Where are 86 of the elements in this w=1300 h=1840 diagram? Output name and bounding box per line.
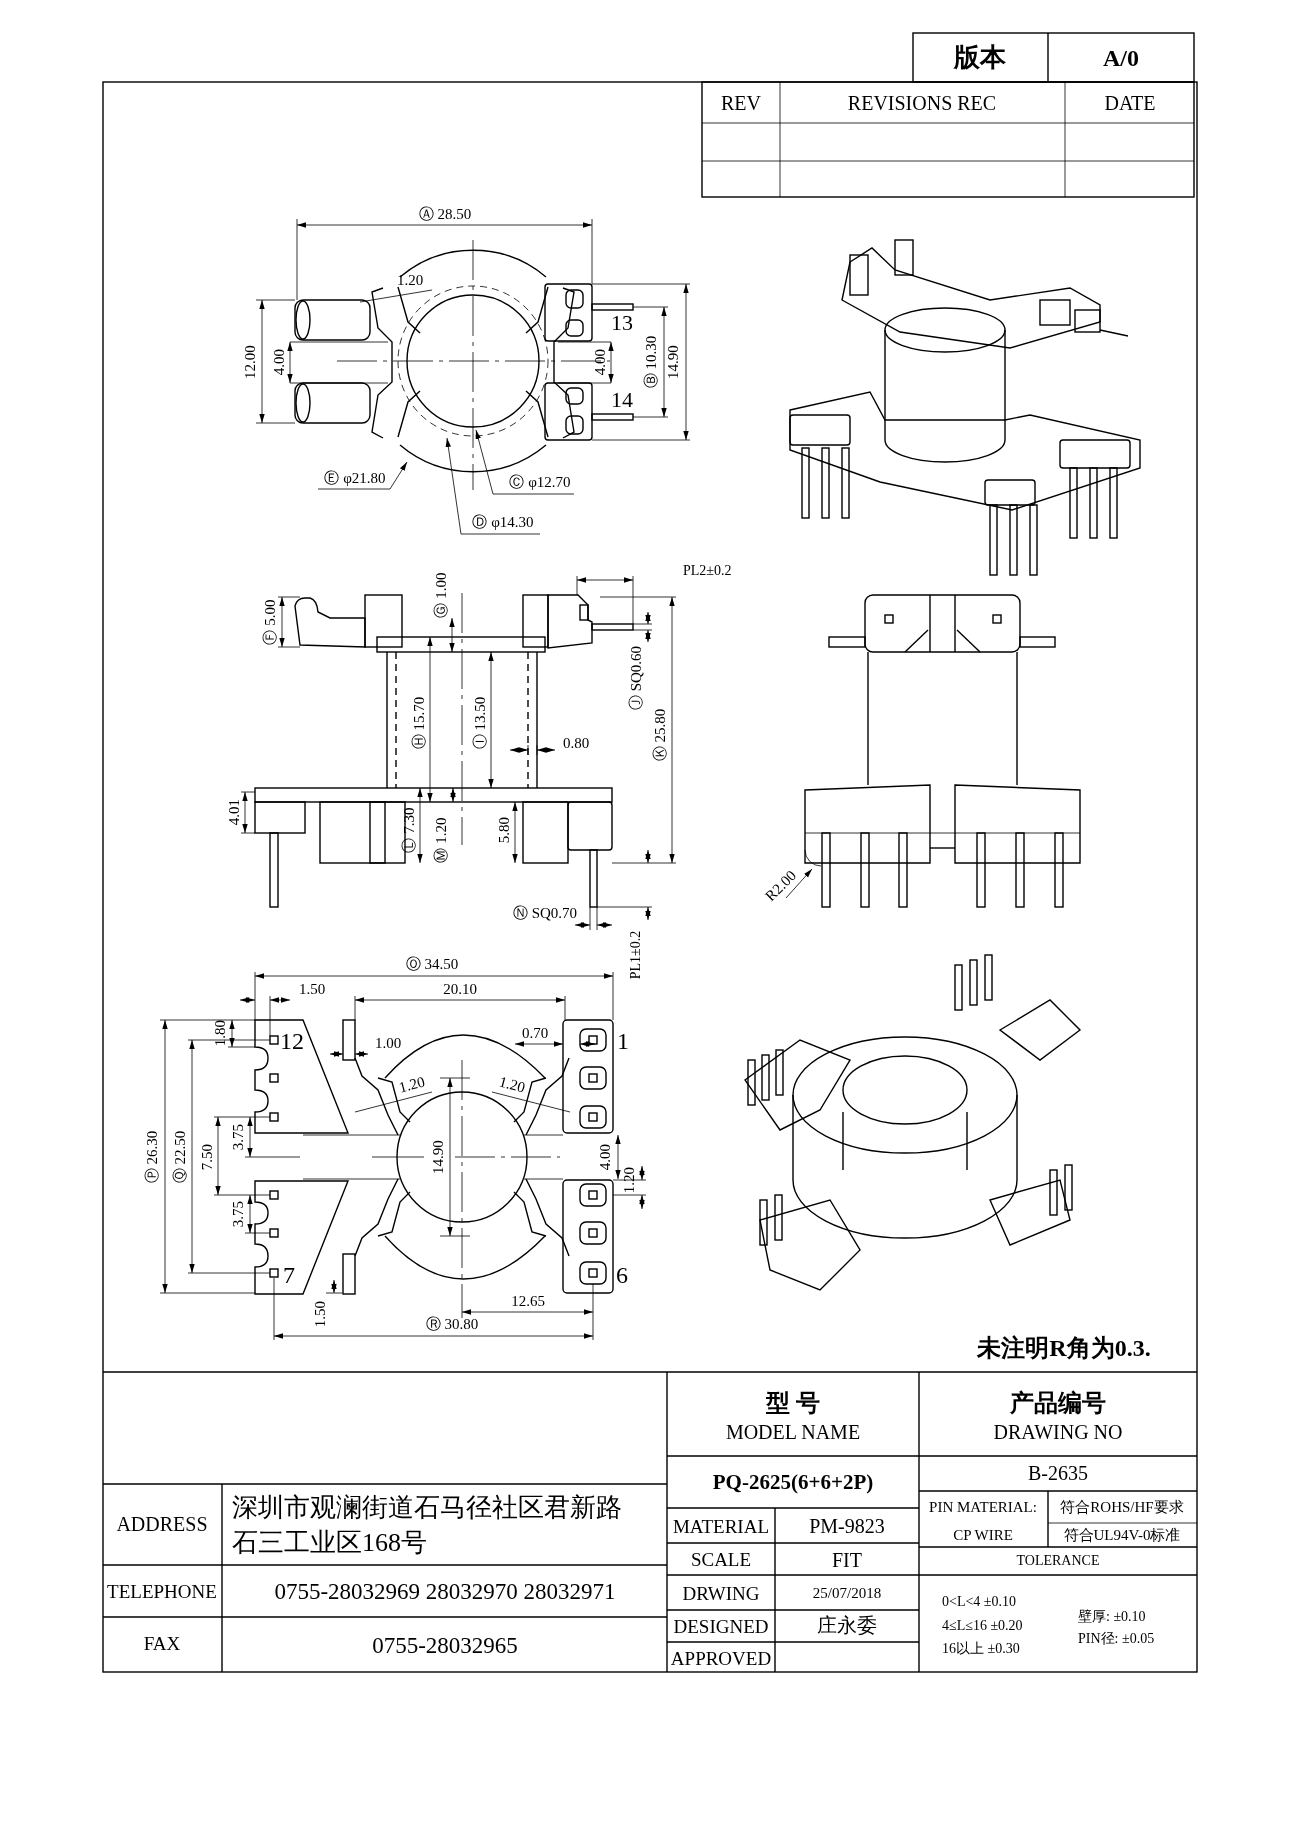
field-value: 深圳市观澜街道石马径社区君新路石三工业区168号: [232, 1492, 623, 1560]
pin-number: 1: [617, 1029, 629, 1053]
field-value: A/0: [1103, 46, 1139, 70]
dimension-text: 14.90: [665, 345, 681, 379]
dimension-text: Ⓖ 1.00: [433, 572, 449, 618]
field-value: 16以上 ±0.30: [942, 1642, 1020, 1656]
note-text: 未注明R角为0.3.: [977, 1336, 1151, 1360]
field-value: 符合UL94V-0标准: [1063, 1527, 1181, 1543]
field-value: PM-9823: [809, 1516, 885, 1536]
dimension-text: 0.70: [521, 1025, 549, 1041]
field-label: 版本: [954, 45, 1006, 71]
field-label: MATERIAL: [672, 1516, 770, 1536]
field-value: 4≤L≤16 ±0.20: [942, 1619, 1023, 1633]
dimension-text: Ⓙ SQ0.60: [628, 645, 644, 711]
dimension-text: Ⓐ 28.50: [418, 206, 472, 222]
field-label: CP WIRE: [953, 1527, 1013, 1543]
dimension-text: 1.20: [396, 272, 424, 288]
field-value: FIT: [832, 1550, 862, 1570]
dimension-text: 1.20: [397, 1074, 427, 1096]
field-label: DATE: [1104, 93, 1156, 113]
field-label: DRWING: [682, 1583, 760, 1603]
dimension-text: 3.75: [230, 1123, 246, 1151]
dimension-text: Ⓔ φ21.80: [324, 470, 386, 486]
dimension-text: 4.00: [271, 348, 287, 376]
field-value: 壁厚: ±0.10: [1078, 1610, 1146, 1624]
field-value: 符合ROHS/HF要求: [1060, 1499, 1184, 1515]
pin-number: 6: [616, 1263, 628, 1287]
dimension-text: Ⓟ 26.30: [144, 1130, 160, 1184]
dimension-text: PL2±0.2: [683, 564, 732, 578]
field-label: 型 号: [766, 1391, 820, 1415]
dimension-text: 20.10: [443, 981, 477, 997]
dimension-text: Ⓝ SQ0.70: [512, 905, 578, 921]
dimension-text: 3.75: [230, 1200, 246, 1228]
dimension-text: 4.01: [226, 798, 242, 826]
dimension-text: 12.00: [242, 345, 258, 379]
dimension-text: 7.50: [199, 1143, 215, 1171]
pin-number: 13: [611, 312, 633, 334]
dimension-text: 1.50: [298, 981, 326, 997]
dimension-text: Ⓡ 30.80: [425, 1316, 479, 1332]
field-label: PIN MATERIAL:: [929, 1499, 1037, 1515]
pin-number: 12: [280, 1029, 304, 1053]
dimension-text: 1.80: [212, 1019, 228, 1047]
pin-number: 7: [283, 1263, 295, 1287]
dimension-text: 1.20: [497, 1074, 527, 1096]
dimension-text: 4.00: [592, 348, 608, 376]
dimension-text: 1.00: [374, 1035, 402, 1051]
dimension-text: Ⓘ 13.50: [472, 696, 488, 750]
field-label: DRAWING NO: [993, 1422, 1123, 1442]
field-label: TOLERANCE: [1016, 1554, 1100, 1568]
field-label: 产品编号: [1010, 1391, 1106, 1415]
field-value: 0755-28032965: [372, 1633, 518, 1657]
field-value: 庄永委: [817, 1615, 877, 1635]
field-label: TELEPHONE: [107, 1581, 217, 1601]
dimension-text: 4.00: [597, 1143, 613, 1171]
dimension-text: PL1±0.2: [629, 930, 643, 980]
dimension-text: Ⓜ 1.20: [433, 817, 449, 863]
field-label: FAX: [143, 1633, 181, 1653]
dimension-text: 12.65: [511, 1293, 545, 1309]
pin-number: 14: [611, 389, 633, 411]
field-label: REVISIONS REC: [847, 93, 997, 113]
dimension-text: 1.20: [621, 1166, 637, 1194]
field-value: PQ-2625(6+6+2P): [712, 1471, 874, 1493]
dimension-text: Ⓓ φ14.30: [472, 514, 534, 530]
dimension-text: Ⓛ 7.30: [401, 807, 417, 853]
field-label: APPROVED: [670, 1648, 772, 1668]
field-value: 25/07/2018: [812, 1585, 882, 1601]
field-value: 0<L<4 ±0.10: [942, 1595, 1017, 1609]
dimension-text: Ⓕ 5.00: [262, 599, 278, 645]
dimension-text: 5.80: [496, 816, 512, 844]
dimension-text: Ⓒ φ12.70: [509, 474, 571, 490]
dimension-text: Ⓗ 15.70: [411, 696, 427, 750]
dimension-text: Ⓑ 10.30: [643, 335, 659, 389]
field-label: MODEL NAME: [725, 1422, 861, 1442]
dimension-text: Ⓠ 22.50: [172, 1130, 188, 1184]
field-label: REV: [721, 93, 761, 113]
field-label: ADDRESS: [116, 1514, 208, 1534]
dimension-text: Ⓞ 34.50: [405, 956, 459, 972]
field-value: 0755-28032969 28032970 28032971: [274, 1579, 616, 1603]
field-value: B-2635: [1028, 1463, 1088, 1483]
dimension-text: 0.80: [562, 735, 590, 751]
dimension-text: 14.90: [430, 1140, 446, 1174]
field-label: DESIGNED: [673, 1616, 769, 1636]
dimension-text: Ⓚ 25.80: [652, 708, 668, 762]
dimension-text: 1.50: [312, 1300, 328, 1328]
field-value: PIN径: ±0.05: [1078, 1632, 1155, 1646]
field-label: SCALE: [690, 1549, 752, 1569]
